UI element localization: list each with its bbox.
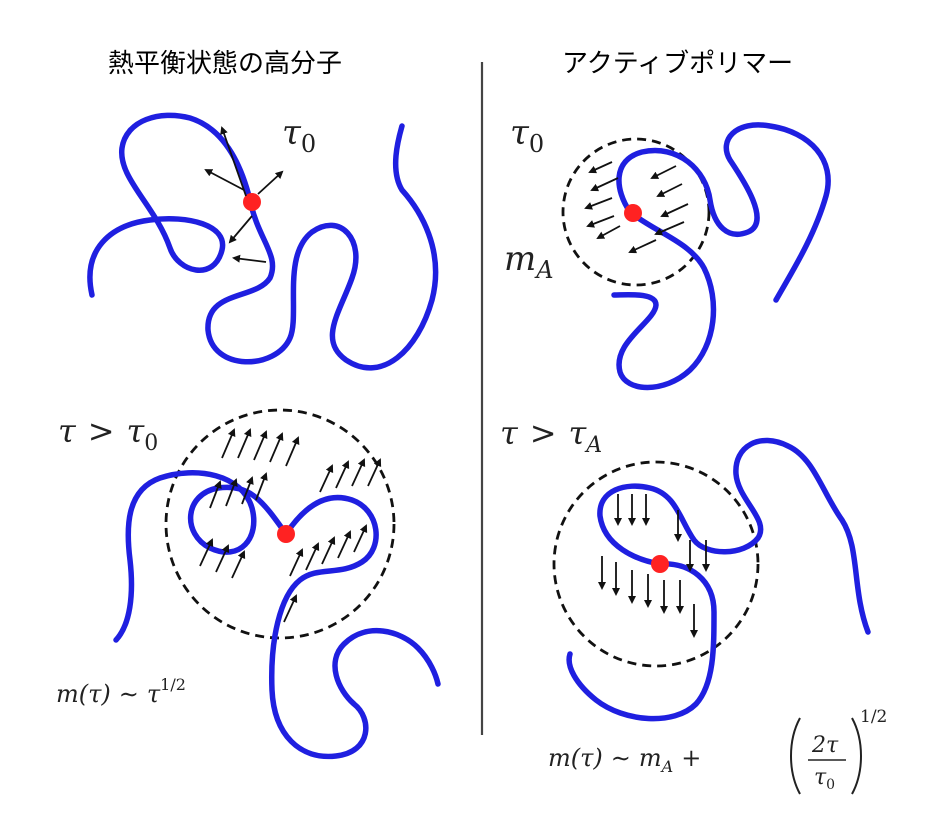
arrow [337, 530, 352, 559]
arrow [241, 476, 254, 505]
fraction-numerator: 2τ [811, 733, 839, 758]
arrow [628, 239, 657, 254]
displacement-arrows [204, 126, 284, 263]
arrow [654, 221, 685, 236]
panel-top-right: τ0 mA [504, 113, 831, 391]
polymer-chain [597, 437, 871, 635]
arrow [255, 472, 268, 501]
arrow [656, 183, 683, 197]
panel-top-left: τ0 [87, 112, 439, 371]
correlation-circle [561, 137, 711, 287]
correlation-circle [164, 408, 396, 640]
arrow [221, 428, 236, 459]
formula-lhs: m(τ)∼mA+ [548, 744, 701, 776]
arrow [586, 215, 615, 228]
fraction-denominator: τ0 [814, 765, 835, 793]
displacement-arrows [584, 161, 689, 254]
arrow [228, 215, 253, 244]
arrow [232, 254, 267, 263]
arrow [351, 458, 366, 487]
arrow [209, 480, 222, 509]
active-scaling-formula: m(τ)∼mA+ 2τ τ0 1/2 [548, 707, 887, 795]
monomer-dot [651, 555, 669, 573]
arrow [584, 197, 613, 210]
arrow [257, 170, 284, 195]
polymer-chain [113, 470, 289, 643]
polymer-chain [87, 112, 439, 371]
arrow [283, 594, 298, 623]
polymer-chain [611, 209, 717, 391]
arrow [590, 177, 619, 192]
arrow [650, 165, 677, 179]
arrow [237, 428, 252, 459]
correlation-circle [552, 460, 760, 668]
arrow [220, 126, 247, 197]
arrow [285, 436, 300, 467]
polymer-chain [616, 122, 831, 303]
formula-exponent: 1/2 [860, 707, 887, 727]
arrow [199, 538, 214, 567]
arrow [204, 169, 245, 191]
left-paren [790, 717, 801, 795]
arrow [215, 544, 230, 573]
arrow [660, 203, 689, 218]
arrow [321, 536, 336, 565]
monomer-dot [277, 525, 295, 543]
arrow [225, 478, 238, 507]
label-m-a: mA [504, 239, 554, 284]
condition-label: τ>τA [500, 414, 602, 458]
scaling-formula: m(τ)∼τ1/2 [56, 675, 186, 708]
panel-bottom-left: τ>τ0 m(τ)∼τ1/2 [56, 408, 441, 760]
arrow [231, 550, 246, 579]
displacement-arrows [598, 494, 710, 638]
title-right: アクティブポリマー [562, 49, 793, 79]
arrow [367, 458, 382, 487]
displacement-arrows [199, 428, 382, 623]
label-tau: τ0 [510, 113, 544, 158]
arrow [289, 548, 304, 577]
arrow [269, 432, 284, 463]
title-left: 熱平衡状態の高分子 [108, 49, 342, 79]
panel-bottom-right: τ>τA m(τ)∼mA+ 2τ τ0 1/2 [500, 414, 887, 795]
arrow [319, 464, 334, 493]
arrow [353, 524, 368, 553]
monomer-dot [624, 204, 642, 222]
arrow [305, 542, 320, 571]
right-paren [851, 717, 862, 795]
label-tau: τ0 [282, 113, 316, 158]
arrow [596, 225, 621, 239]
polymer-chain [566, 561, 717, 722]
arrow [253, 430, 268, 461]
arrow [588, 161, 613, 174]
arrow [335, 460, 350, 489]
condition-label: τ>τ0 [58, 412, 158, 456]
polymer-chain [269, 494, 441, 760]
monomer-dot [243, 193, 261, 211]
